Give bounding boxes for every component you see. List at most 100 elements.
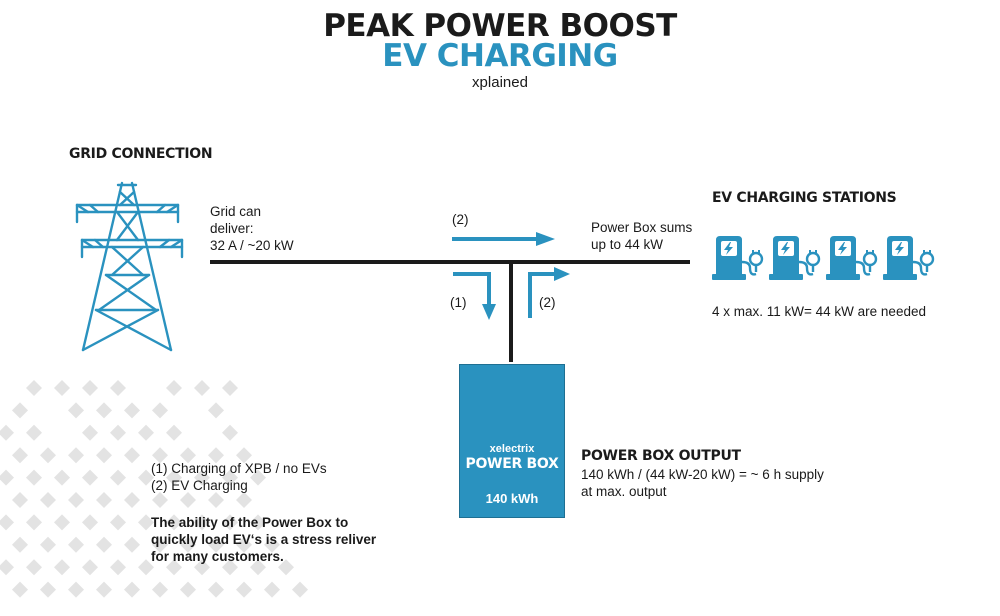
power-box xyxy=(459,364,565,518)
diamond-shape xyxy=(138,559,154,576)
diamond-shape xyxy=(194,469,210,486)
diamond-shape xyxy=(110,514,126,531)
diamond-shape xyxy=(26,514,42,531)
legend-note-line-3: for many customers. xyxy=(151,549,284,564)
diamond-shape xyxy=(26,380,42,396)
ev-stations-group xyxy=(712,236,935,280)
diamond-shape xyxy=(222,469,238,486)
diamond-shape xyxy=(26,559,42,576)
power-tower-icon xyxy=(75,181,184,352)
diamond-shape xyxy=(0,424,14,441)
sum-line-1: Power Box sums xyxy=(591,220,693,235)
diamond-shape xyxy=(166,469,182,486)
diamond-shape xyxy=(236,536,252,553)
arrow-right-top xyxy=(452,232,555,246)
diamond-shape xyxy=(180,447,196,464)
diamond-shape xyxy=(166,424,182,441)
diamond-shape xyxy=(124,581,140,598)
ev-charger-icon xyxy=(712,236,764,280)
diamond-shape xyxy=(124,536,140,553)
diamond-shape xyxy=(124,402,140,419)
output-line-2: at max. output xyxy=(581,484,667,499)
diamond-shape xyxy=(236,492,252,508)
diamond-shape xyxy=(12,581,28,598)
title-line-2: EV CHARGING xyxy=(382,38,618,74)
grid-connection-heading: GRID CONNECTION xyxy=(69,146,213,162)
diamond-shape xyxy=(236,447,252,464)
up-arrow-label: (2) xyxy=(539,295,556,310)
top-arrow-label: (2) xyxy=(452,212,469,227)
diamond-shape xyxy=(68,492,84,508)
diamond-shape xyxy=(12,402,28,419)
arrow-down xyxy=(453,272,496,320)
power-box-brand: xelectrix xyxy=(489,443,535,455)
diamond-shape xyxy=(264,536,280,553)
diamond-shape xyxy=(138,514,154,531)
diamond-shape xyxy=(96,447,112,464)
diamond-shape xyxy=(54,514,70,531)
subtitle: xplained xyxy=(472,74,528,91)
down-arrow-label: (1) xyxy=(450,295,467,310)
grid-deliver-line-1: Grid can xyxy=(210,204,262,219)
diamond-shape xyxy=(166,559,182,576)
diamond-shape xyxy=(250,559,266,576)
legend-note-line-1: The ability of the Power Box to xyxy=(151,515,349,530)
power-line xyxy=(210,260,690,362)
diamond-shape xyxy=(152,447,168,464)
diamond-shape xyxy=(208,536,224,553)
diamond-shape xyxy=(68,402,84,419)
diamond-shape xyxy=(12,536,28,553)
diamond-shape xyxy=(222,380,238,396)
diamond-shape xyxy=(68,447,84,464)
diamond-shape xyxy=(96,402,112,419)
diamond-shape xyxy=(208,402,224,419)
diamond-shape xyxy=(138,469,154,486)
legend-item-2: (2) EV Charging xyxy=(151,478,248,493)
diamond-shape xyxy=(54,469,70,486)
diamond-shape xyxy=(110,380,126,396)
diamond-shape xyxy=(40,581,56,598)
diamond-shape xyxy=(0,514,14,531)
diamond-shape xyxy=(40,492,56,508)
diamond-shape xyxy=(82,469,98,486)
diamond-shape xyxy=(250,469,266,486)
diamond-shape xyxy=(26,424,42,441)
diamond-shape xyxy=(208,492,224,508)
diamond-shape xyxy=(166,514,182,531)
diamond-shape xyxy=(82,424,98,441)
diamond-shape xyxy=(292,581,308,598)
grid-deliver-line-3: 32 A / ~20 kW xyxy=(210,238,294,253)
diamond-shape xyxy=(26,469,42,486)
diamond-shape xyxy=(208,447,224,464)
diamond-shape xyxy=(82,514,98,531)
diamond-shape xyxy=(110,559,126,576)
diamond-shape xyxy=(0,469,14,486)
arrow-up-right xyxy=(528,267,570,318)
diamond-shape xyxy=(166,380,182,396)
flow-arrows xyxy=(452,232,570,320)
diamond-shape xyxy=(124,447,140,464)
ev-stations-heading: EV CHARGING STATIONS xyxy=(712,190,897,206)
output-line-1: 140 kWh / (44 kW-20 kW) = ~ 6 h supply xyxy=(581,467,824,482)
power-box-capacity: 140 kWh xyxy=(485,491,539,506)
diamond-shape xyxy=(82,380,98,396)
diamond-shape xyxy=(12,492,28,508)
diamond-shape xyxy=(124,492,140,508)
diamond-shape xyxy=(68,581,84,598)
diamond-shape xyxy=(180,581,196,598)
diamond-shape xyxy=(152,536,168,553)
diamond-shape xyxy=(12,447,28,464)
title-line-1: PEAK POWER BOOST xyxy=(323,8,677,44)
diamond-shape xyxy=(180,536,196,553)
diamond-shape xyxy=(264,581,280,598)
diamond-shape xyxy=(180,492,196,508)
diamond-shape xyxy=(96,536,112,553)
diamond-shape xyxy=(54,559,70,576)
power-box-output-heading: POWER BOX OUTPUT xyxy=(581,448,741,464)
diamond-shape xyxy=(250,514,266,531)
diamond-shape xyxy=(96,492,112,508)
diamond-shape xyxy=(194,380,210,396)
diamond-shape xyxy=(194,559,210,576)
ev-charger-icon xyxy=(826,236,878,280)
